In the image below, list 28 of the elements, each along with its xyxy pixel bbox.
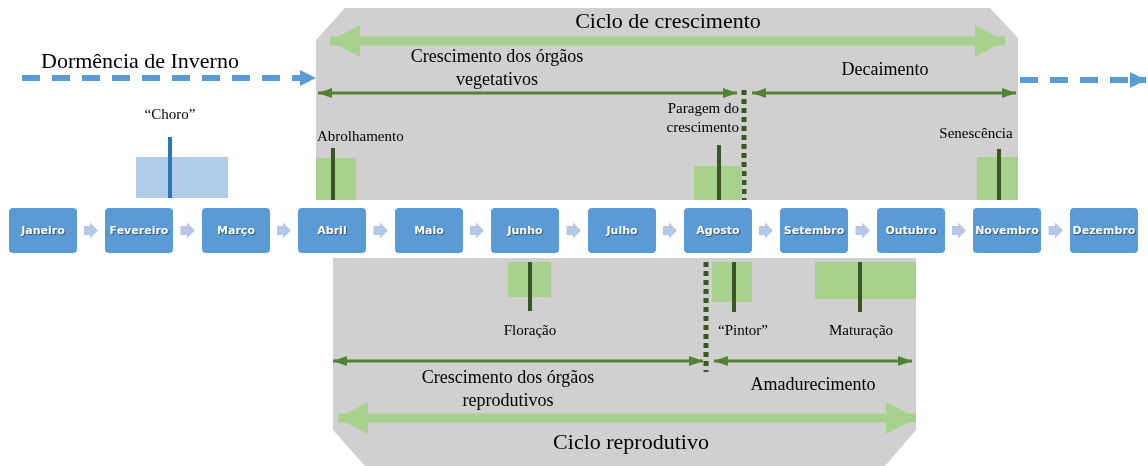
phase-label: Crescimento dos órgãos vegetativos — [409, 45, 585, 90]
event-label: “Pintor” — [717, 321, 769, 340]
month-box: Fevereiro — [105, 208, 173, 253]
event-label: “Choro” — [143, 105, 197, 124]
month-box: Junho — [491, 208, 559, 253]
month-box: Janeiro — [9, 208, 77, 253]
event-label: Floração — [502, 321, 558, 340]
phase-label: Crescimento dos órgãos reprodutivos — [420, 366, 596, 411]
month-box: Maio — [395, 208, 463, 253]
month-box: Novembro — [973, 208, 1041, 253]
month-box: Abril — [298, 208, 366, 253]
event-label: Maturação — [827, 321, 895, 340]
month-box: Dezembro — [1070, 208, 1138, 253]
cycle-title: Ciclo de crescimento — [574, 7, 762, 35]
month-box: Agosto — [684, 208, 752, 253]
month-box: Março — [202, 208, 270, 253]
month-box: Setembro — [780, 208, 848, 253]
period-label: Dormência de Inverno — [40, 47, 240, 75]
event-label: Senescência — [938, 124, 1014, 143]
cycle-title: Ciclo reprodutivo — [552, 428, 710, 456]
event-label: Paragem do crescimento — [665, 99, 739, 137]
event-label: Abrolhamento — [317, 127, 405, 146]
phase-label: Amadurecimento — [749, 373, 877, 396]
month-box: Julho — [588, 208, 656, 253]
dashed-arrow — [22, 70, 316, 86]
phase-label: Decaimento — [840, 58, 930, 81]
dashed-arrow — [1020, 72, 1146, 88]
month-box: Outubro — [877, 208, 945, 253]
